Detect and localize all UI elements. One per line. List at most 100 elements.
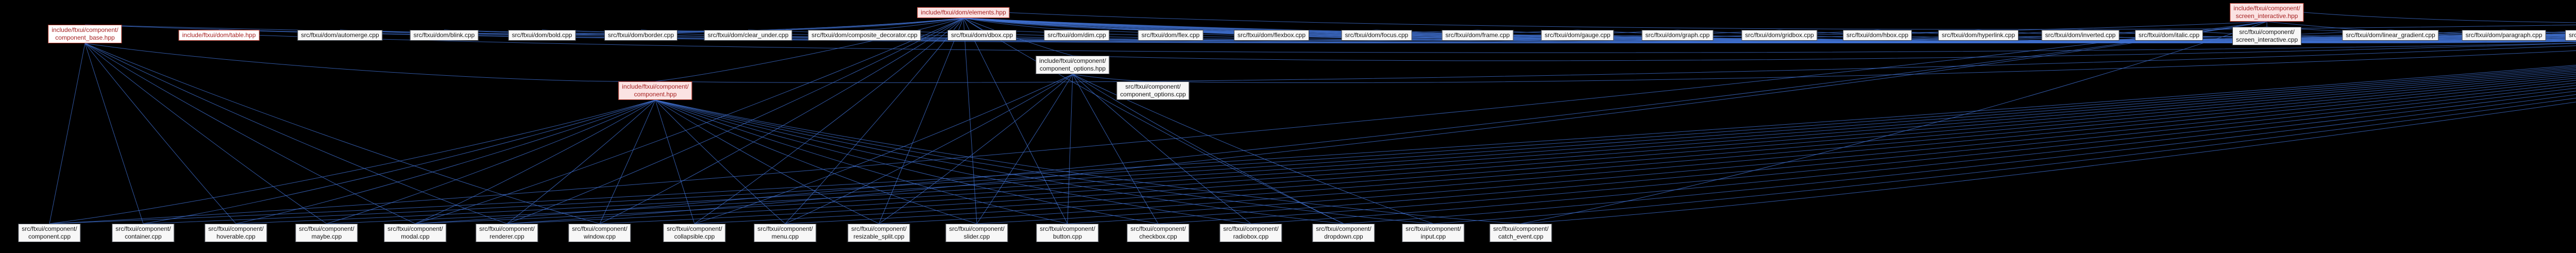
graph-node-d_flex[interactable]: src/ftxui/dom/flex.cpp — [1138, 30, 1204, 41]
graph-node-c_screen_interactive[interactable]: src/ftxui/component/screen_interactive.c… — [2232, 27, 2302, 45]
graph-node-d_lineargradient[interactable]: src/ftxui/dom/linear_gradient.cpp — [2342, 30, 2439, 41]
graph-node-c_input[interactable]: src/ftxui/component/input.cpp — [1402, 224, 1465, 242]
graph-edge — [506, 72, 2576, 224]
graph-node-component_options_hpp[interactable]: include/ftxui/component/component_option… — [1036, 56, 1110, 74]
graph-edge — [864, 18, 964, 30]
graph-node-d_paragraph[interactable]: src/ftxui/dom/paragraph.cpp — [2462, 30, 2546, 41]
graph-node-c_container[interactable]: src/ftxui/component/container.cpp — [112, 224, 175, 242]
graph-node-c_checkbox[interactable]: src/ftxui/component/checkbox.cpp — [1127, 224, 1190, 242]
graph-edge — [878, 74, 1073, 224]
graph-edge — [640, 18, 964, 31]
graph-node-c_dropdown[interactable]: src/ftxui/component/dropdown.cpp — [1312, 224, 1375, 242]
graph-node-c_hoverable[interactable]: src/ftxui/component/hoverable.cpp — [205, 224, 267, 242]
graph-node-label: src/ftxui/dom/clear_under.cpp — [707, 31, 789, 39]
graph-node-screen_interactive_hpp[interactable]: include/ftxui/component/screen_interacti… — [2230, 3, 2304, 22]
graph-node-d_clear_under[interactable]: src/ftxui/dom/clear_under.cpp — [704, 30, 792, 41]
graph-node-d_italic[interactable]: src/ftxui/dom/italic.cpp — [2134, 30, 2204, 41]
graph-edge — [694, 74, 1073, 224]
graph-node-c_modal[interactable]: src/ftxui/component/modal.cpp — [384, 224, 447, 242]
graph-edge — [49, 99, 656, 224]
graph-edge — [694, 76, 2576, 224]
graph-node-d_inverted[interactable]: src/ftxui/dom/inverted.cpp — [2041, 30, 2120, 41]
graph-edge — [506, 21, 2267, 224]
graph-edge — [1072, 74, 1159, 224]
graph-node-d_automerge[interactable]: src/ftxui/dom/automerge.cpp — [297, 30, 383, 41]
graph-node-d_blink[interactable]: src/ftxui/dom/blink.cpp — [410, 30, 479, 41]
graph-node-label: include/ftxui/dom/table.hpp — [182, 31, 256, 39]
graph-node-label: src/ftxui/dom/automerge.cpp — [301, 31, 379, 39]
graph-node-d_dbox[interactable]: src/ftxui/dom/dbox.cpp — [947, 30, 1017, 41]
graph-node-c_collapsible[interactable]: src/ftxui/component/collapsible.cpp — [663, 224, 726, 242]
graph-node-c_renderer[interactable]: src/ftxui/component/renderer.cpp — [476, 224, 538, 242]
graph-node-table_hpp[interactable]: include/ftxui/dom/table.hpp — [178, 30, 260, 41]
graph-node-label: checkbox.cpp — [1139, 233, 1177, 240]
graph-node-label: src/ftxui/component/ — [479, 225, 535, 232]
graph-edge — [655, 99, 977, 224]
graph-node-label: screen_interactive.cpp — [2235, 36, 2298, 43]
graph-node-d_gridbox[interactable]: src/ftxui/dom/gridbox.cpp — [1741, 30, 1818, 41]
graph-node-label: renderer.cpp — [489, 233, 524, 240]
graph-node-c_catch_event[interactable]: src/ftxui/component/catch_event.cpp — [1489, 224, 1552, 242]
graph-edge — [49, 21, 2267, 224]
graph-edge — [963, 18, 1073, 56]
graph-node-label: src/ftxui/component/ — [757, 225, 813, 232]
graph-node-label: src/ftxui/component/ — [949, 225, 1005, 232]
graph-node-d_frame[interactable]: src/ftxui/dom/frame.cpp — [1442, 30, 1514, 41]
graph-node-c_button[interactable]: src/ftxui/component/button.cpp — [1036, 224, 1099, 242]
graph-node-c_maybe[interactable]: src/ftxui/component/maybe.cpp — [295, 224, 358, 242]
graph-edge — [84, 43, 656, 82]
graph-node-c_radiobox[interactable]: src/ftxui/component/radiobox.cpp — [1219, 224, 1282, 242]
graph-node-label: src/ftxui/component/ — [851, 225, 907, 232]
graph-node-label: include/ftxui/dom/elements.hpp — [921, 9, 1006, 16]
graph-node-label: component.cpp — [28, 233, 71, 240]
graph-node-c_window[interactable]: src/ftxui/component/window.cpp — [568, 224, 631, 242]
graph-edge — [878, 18, 964, 224]
graph-node-label: resizable_split.cpp — [853, 233, 905, 240]
graph-node-label: catch_event.cpp — [1498, 233, 1544, 240]
graph-node-component_hpp[interactable]: include/ftxui/component/component.hpp — [618, 81, 692, 100]
graph-node-label: src/ftxui/dom/separator.cpp — [2568, 31, 2576, 39]
graph-node-label: src/ftxui/dom/linear_gradient.cpp — [2346, 31, 2435, 39]
graph-edge — [84, 43, 327, 224]
graph-node-label: include/ftxui/component/ — [1039, 57, 1106, 64]
graph-node-c_component[interactable]: src/ftxui/component/component.cpp — [18, 224, 81, 242]
graph-node-c_slider[interactable]: src/ftxui/component/slider.cpp — [945, 224, 1008, 242]
graph-node-c_component_options[interactable]: src/ftxui/component/component_options.cp… — [1116, 81, 1190, 100]
graph-node-c_menu[interactable]: src/ftxui/component/menu.cpp — [754, 224, 817, 242]
graph-node-label: src/ftxui/dom/bold.cpp — [512, 31, 572, 39]
graph-edge — [963, 18, 2576, 42]
graph-edge — [1067, 74, 1073, 224]
graph-edge — [1072, 74, 1344, 224]
graph-node-label: slider.cpp — [963, 233, 990, 240]
graph-edge — [49, 43, 86, 224]
graph-node-d_hyperlink[interactable]: src/ftxui/dom/hyperlink.cpp — [1938, 30, 2019, 41]
graph-node-label: button.cpp — [1053, 233, 1082, 240]
graph-node-label: input.cpp — [1420, 233, 1446, 240]
graph-node-c_resizable_split[interactable]: src/ftxui/component/resizable_split.cpp — [848, 224, 910, 242]
graph-node-d_graph[interactable]: src/ftxui/dom/graph.cpp — [1641, 30, 1714, 41]
graph-node-label: src/ftxui/dom/gridbox.cpp — [1745, 31, 1814, 39]
graph-node-label: src/ftxui/dom/frame.cpp — [1445, 31, 1510, 39]
graph-node-elements_hpp[interactable]: include/ftxui/dom/elements.hpp — [917, 7, 1010, 18]
graph-edge — [785, 74, 1073, 224]
graph-edge — [506, 99, 656, 224]
graph-node-d_flexbox[interactable]: src/ftxui/dom/flexbox.cpp — [1233, 30, 1310, 41]
graph-node-d_composite[interactable]: src/ftxui/dom/composite_decorator.cpp — [808, 30, 921, 41]
graph-node-label: src/ftxui/component/ — [1405, 225, 1461, 232]
graph-edge — [259, 35, 2576, 53]
graph-edge — [84, 43, 600, 224]
graph-node-d_focus[interactable]: src/ftxui/dom/focus.cpp — [1341, 30, 1412, 41]
graph-node-component_base_hpp[interactable]: include/ftxui/component/component_base.h… — [48, 25, 122, 43]
graph-node-d_separator[interactable]: src/ftxui/dom/separator.cpp — [2565, 30, 2576, 41]
graph-node-d_hbox[interactable]: src/ftxui/dom/hbox.cpp — [1842, 30, 1912, 41]
graph-node-d_bold[interactable]: src/ftxui/dom/bold.cpp — [508, 30, 576, 41]
graph-node-d_gauge[interactable]: src/ftxui/dom/gauge.cpp — [1541, 30, 1614, 41]
graph-edge — [1433, 97, 2576, 224]
graph-edge — [963, 18, 2576, 42]
graph-node-d_border[interactable]: src/ftxui/dom/border.cpp — [604, 30, 678, 41]
graph-edge — [1343, 94, 2576, 224]
graph-edge — [963, 18, 1068, 224]
graph-node-d_dim[interactable]: src/ftxui/dom/dim.cpp — [1044, 30, 1110, 41]
graph-node-label: src/ftxui/component/ — [2239, 28, 2295, 36]
